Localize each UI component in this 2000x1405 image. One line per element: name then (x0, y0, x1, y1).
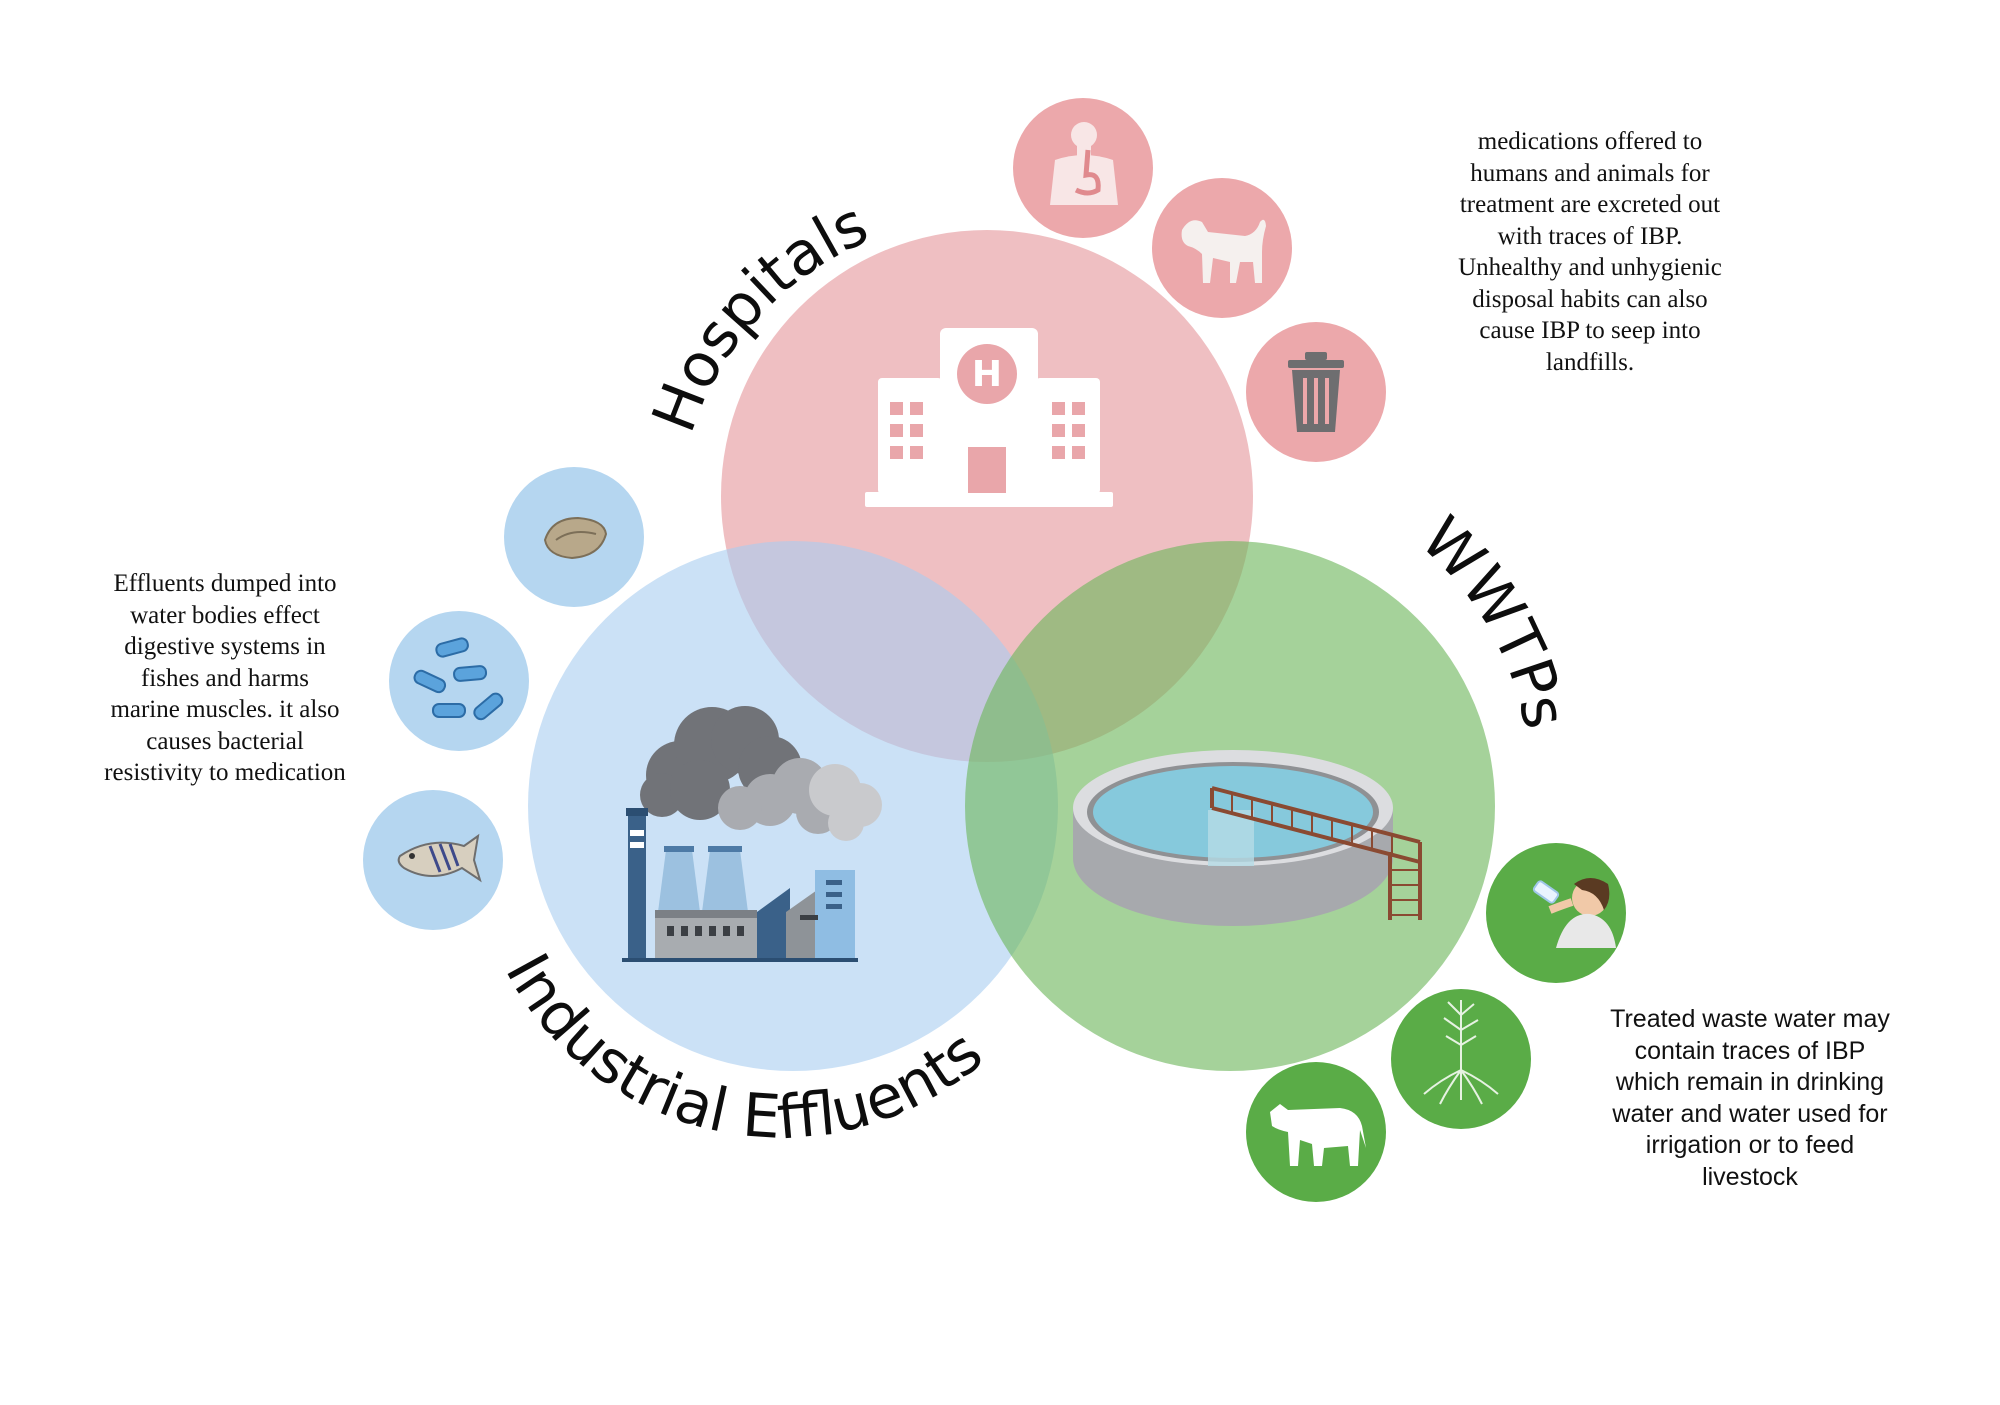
person-drinking-icon (1486, 843, 1626, 983)
hospital-building-icon: H (865, 328, 1113, 507)
clarifier-tank-icon (1073, 750, 1422, 926)
svg-text:H: H (972, 354, 1002, 395)
human-digestive-system-icon (1013, 98, 1153, 238)
bacteria-icon (389, 611, 529, 751)
plant-roots-icon (1391, 989, 1531, 1129)
trash-bin-icon (1246, 322, 1386, 462)
mussel-shell-icon (504, 467, 644, 607)
hospitals-note: medications offered to humans and animal… (1458, 128, 1722, 376)
factory-smoke-icon (622, 706, 882, 962)
fish-icon (363, 790, 503, 930)
wwtps-note: Treated waste water may contain traces o… (1610, 1005, 1890, 1191)
dog-icon (1152, 178, 1292, 318)
cow-icon (1246, 1062, 1386, 1202)
industrial-effluents-note: Effluents dumped into water bodies effec… (104, 570, 346, 786)
